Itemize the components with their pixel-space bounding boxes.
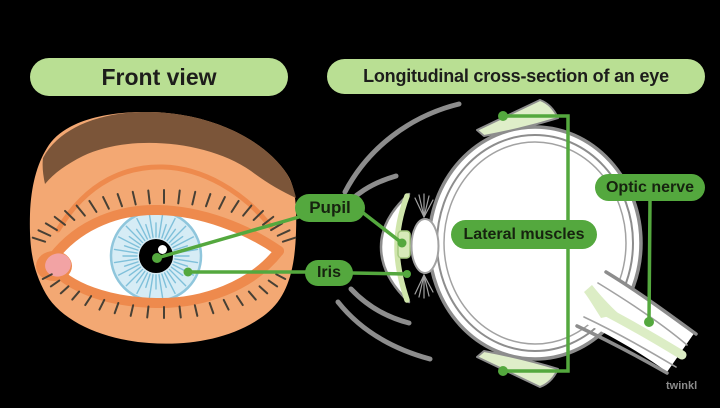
nerve-top-outer xyxy=(604,270,698,336)
front-view-title: Front view xyxy=(30,58,288,96)
nerve-bottom-inner xyxy=(583,316,677,368)
pupil-front-connector xyxy=(155,215,301,260)
lateral-top-dot xyxy=(498,111,508,121)
eyelid-crease xyxy=(55,164,274,233)
lateral-muscle-top xyxy=(476,99,559,137)
iris-cross-connector xyxy=(350,271,409,276)
iris-cross-dot xyxy=(403,270,411,278)
optic-nerve-connector xyxy=(647,198,652,324)
pupil-highlight xyxy=(158,245,167,254)
pupil-cross-dot xyxy=(397,238,407,248)
ciliary-body-bottom xyxy=(414,274,434,299)
pupil-label: Pupil xyxy=(295,194,365,222)
eyebrow xyxy=(42,111,296,198)
ciliary-body-top xyxy=(414,193,434,218)
lower-eyelid-rim xyxy=(44,246,284,309)
cross-section-title: Longitudinal cross-section of an eye xyxy=(327,59,705,94)
iris-front-dot xyxy=(183,267,193,277)
optic-nerve-stripe xyxy=(596,304,687,360)
eyelashes xyxy=(31,189,297,319)
tear-duct xyxy=(45,253,71,277)
lateral-muscles-label: Lateral muscles xyxy=(451,220,597,249)
optic-nerve-dot xyxy=(644,317,654,327)
pupil-cross-connector xyxy=(360,210,404,245)
lateral-muscle-bottom xyxy=(476,350,559,388)
optic-nerve-label: Optic nerve xyxy=(595,174,705,201)
pupil-front-dot xyxy=(152,253,162,263)
iris-label: Iris xyxy=(305,260,353,286)
iris-streaks xyxy=(113,213,199,299)
lateral-bottom-dot xyxy=(498,366,508,376)
watermark: twinkl xyxy=(666,380,698,392)
lens xyxy=(410,218,440,274)
nerve-bottom-outer xyxy=(575,324,669,375)
eyeball-inner-wall xyxy=(443,141,627,345)
optic-nerve-illustration xyxy=(575,270,698,375)
iris-band xyxy=(394,193,410,303)
